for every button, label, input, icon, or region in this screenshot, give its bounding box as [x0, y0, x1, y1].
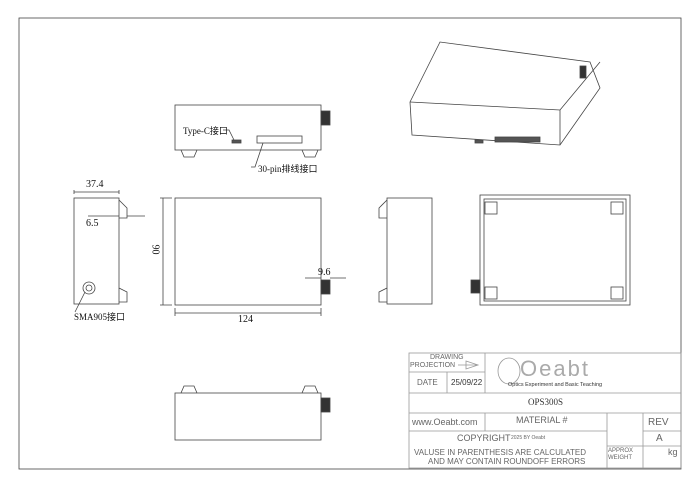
weight-unit: kg — [668, 447, 678, 457]
top-view — [160, 197, 346, 316]
part-number: OPS300S — [528, 397, 564, 407]
typec-label: Type-C接口 — [183, 126, 228, 136]
rear-view — [174, 385, 331, 441]
note-line-2: AND MAY CONTAIN ROUNDOFF ERRORS — [428, 457, 586, 466]
drawing-border — [18, 17, 682, 470]
side-view-right — [378, 197, 433, 305]
copyright-sub: 2025 BY Oeabt — [511, 435, 546, 441]
drawing-label: DRAWING — [430, 354, 464, 361]
rev-label: REV — [648, 417, 669, 428]
note-line-1: VALUSE IN PARENTHESIS ARE CALCULATED — [414, 448, 587, 457]
date-value: 25/09/22 — [451, 378, 483, 387]
dim-length: 124 — [238, 314, 253, 325]
weight-label: WEIGHT — [608, 455, 632, 461]
dim-foot: 6.5 — [86, 218, 99, 229]
material-label: MATERIAL # — [516, 415, 568, 425]
sma-label: SMA905接口 — [74, 312, 126, 322]
isometric-view — [409, 41, 601, 146]
rev-value: A — [656, 433, 663, 444]
title-block — [408, 352, 682, 469]
date-label: DATE — [417, 378, 438, 387]
side-view-left — [73, 190, 145, 313]
dim-width: 37.4 — [86, 179, 104, 190]
logo: Oeabt — [520, 356, 590, 381]
logo-subtitle: Optics Experiment and Basic Teaching — [508, 382, 603, 388]
pin30-label: 30-pin排线接口 — [258, 164, 318, 174]
bottom-view — [470, 194, 631, 306]
approx-label: APPROX — [608, 448, 634, 454]
copyright: COPYRIGHT — [457, 433, 511, 443]
dim-connector: 9.6 — [318, 267, 331, 278]
website: www.Oeabt.com — [412, 417, 478, 427]
projection-label: PROJECTION — [410, 362, 456, 369]
dim-height: 90 — [149, 244, 161, 255]
front-view — [174, 104, 331, 168]
